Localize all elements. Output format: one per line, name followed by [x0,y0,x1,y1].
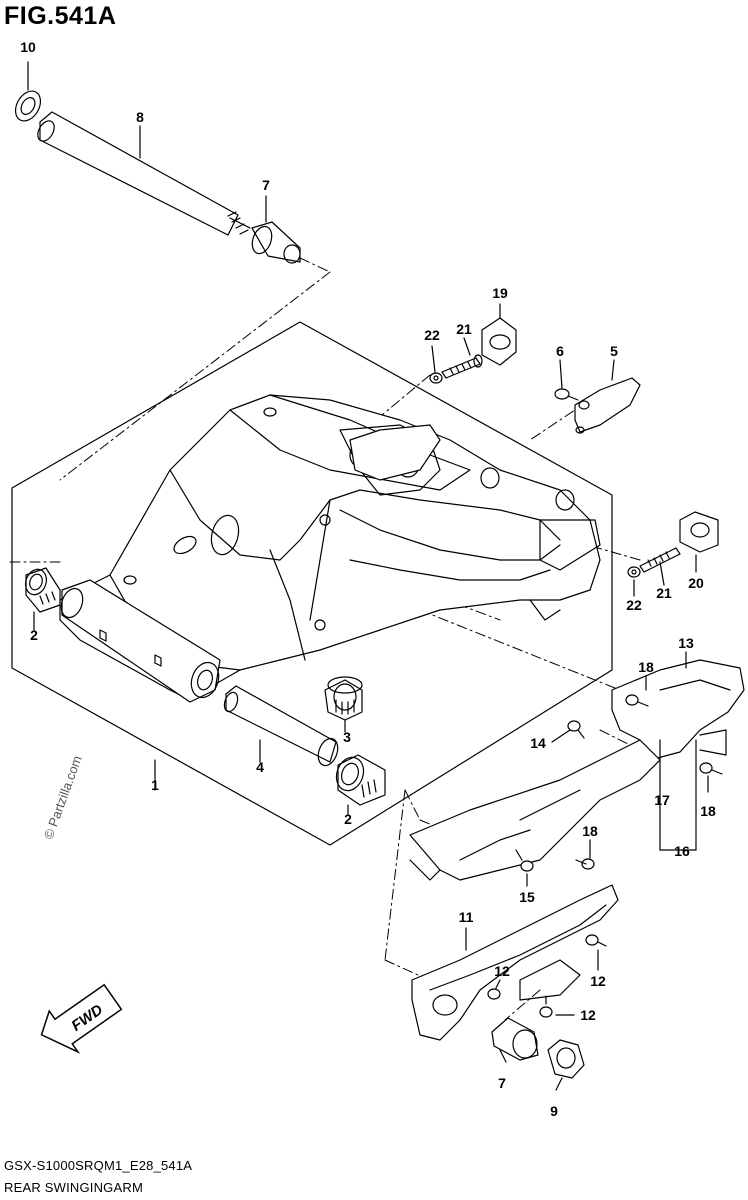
callout-c18c: 18 [582,823,598,839]
callout-c19: 19 [492,285,508,301]
callout-c13: 13 [678,635,694,651]
washer-22-top [429,372,443,384]
footer-name: REAR SWINGINGARM [4,1180,143,1195]
nut-9 [547,1039,585,1079]
callout-c12b: 12 [590,973,606,989]
callout-c7b: 7 [498,1075,506,1091]
callout-c10: 10 [20,39,36,55]
callout-c1: 1 [151,777,159,793]
bearing-2-left [25,567,61,613]
callout-c4: 4 [256,759,264,775]
tube-4 [223,685,339,767]
callout-c15: 15 [519,889,535,905]
chain-cover-13 [611,659,745,761]
guide-block [349,424,441,481]
callout-c3: 3 [343,729,351,745]
callout-c17: 17 [654,792,670,808]
bolt-18-b [699,762,723,775]
callout-c21a: 21 [456,321,472,337]
fwd-arrow-icon: FWD [40,983,123,1054]
watermark: © Partzilla.com [41,754,85,841]
callout-c9: 9 [550,1103,558,1119]
callout-c5: 5 [610,343,618,359]
callout-c22a: 22 [424,327,440,343]
callout-c14: 14 [530,735,546,751]
block-19 [481,317,517,366]
callout-c22b: 22 [626,597,642,613]
bolt-15 [515,849,534,872]
callout-c8: 8 [136,109,144,125]
collar-7-bottom [491,1017,539,1061]
callout-c11: 11 [459,909,474,925]
callout-c12c: 12 [580,1007,596,1023]
chain-slider-11 [411,884,619,1041]
callout-c6: 6 [556,343,564,359]
bolt-21-top [441,354,483,379]
seal-10 [14,90,42,122]
chain-guard-15 [409,739,661,881]
callout-c20: 20 [688,575,704,591]
callout-c12a: 12 [494,963,510,979]
bearing-2-right [335,754,386,806]
bolt-18-c [575,858,595,870]
bushing-3 [324,676,363,721]
washer-22-right [627,566,641,578]
callout-c18b: 18 [700,803,716,819]
bolt-21-right [639,547,681,573]
swingarm-1 [59,394,601,703]
block-20 [679,511,719,553]
pivot-shaft-8 [37,111,251,236]
plate-5 [574,377,641,434]
screw-12-c [539,995,553,1018]
bolt-18-a [625,694,649,707]
screw-12-a [487,988,501,1000]
callout-c2b: 2 [344,811,352,827]
screw-6 [554,388,579,401]
figure-title: FIG.541A [4,2,117,30]
footer-code: GSX-S1000SRQM1_E28_541A [4,1158,193,1173]
callout-c21b: 21 [656,585,672,601]
group-box-1 [11,321,613,846]
screw-12-b [585,934,607,947]
bolt-14 [567,720,585,739]
callout-c16: 16 [674,843,690,859]
collar-7-top [251,221,301,264]
callout-c18a: 18 [638,659,654,675]
callout-c2a: 2 [30,627,38,643]
callout-c7a: 7 [262,177,270,193]
